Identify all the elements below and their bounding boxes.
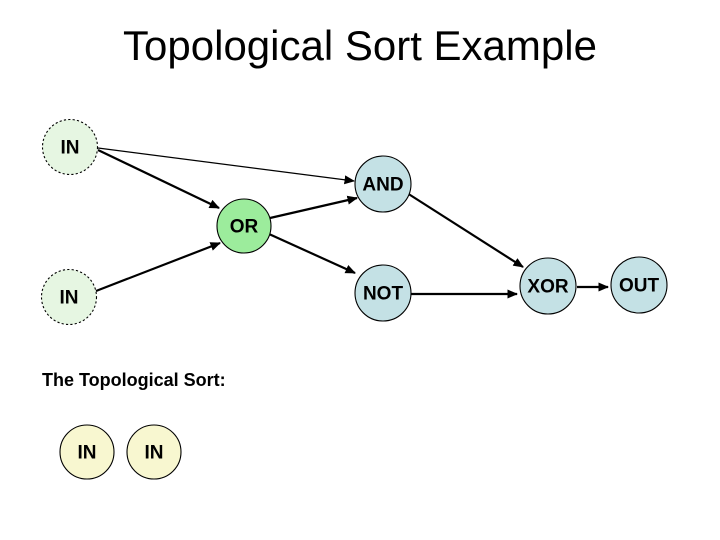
edge-in-top-to-and	[97, 147, 355, 185]
node-or: OR	[216, 198, 272, 254]
node-xor: XOR	[519, 257, 577, 315]
edge-in-top-to-or	[97, 149, 220, 209]
edges-layer	[95, 147, 609, 299]
edge-and-to-xor	[406, 192, 524, 268]
node-out-circle	[610, 256, 668, 314]
node-in-bottom-label: IN	[60, 288, 79, 309]
node-not-label: NOT	[363, 284, 404, 305]
node-out-label: OUT	[619, 276, 660, 297]
edge-in-bottom-to-or	[95, 241, 221, 293]
node-in-top-label: IN	[61, 138, 80, 159]
node-in-top-circle	[41, 118, 99, 176]
node-sorted-in-2: IN	[126, 424, 182, 480]
node-and-circle	[354, 155, 412, 213]
edge-or-to-not	[268, 232, 356, 275]
node-xor-label: XOR	[527, 277, 568, 298]
node-in-bottom: IN	[40, 268, 98, 326]
node-sorted-in-1: IN	[59, 424, 115, 480]
node-out: OUT	[610, 256, 668, 314]
node-sorted-in-1-circle	[59, 424, 115, 480]
node-in-top: IN	[41, 118, 99, 176]
node-xor-circle	[519, 257, 577, 315]
node-sorted-in-2-circle	[126, 424, 182, 480]
node-not-circle	[354, 264, 412, 322]
nodes-layer: IN AND OR IN NOT XOR OUT IN IN	[40, 118, 668, 480]
topological-sort-label: The Topological Sort:	[42, 370, 226, 390]
node-not: NOT	[354, 264, 412, 322]
node-sorted-in-2-label: IN	[145, 443, 164, 464]
node-or-label: OR	[230, 217, 259, 238]
node-and-label: AND	[362, 175, 403, 196]
node-and: AND	[354, 155, 412, 213]
node-sorted-in-1-label: IN	[78, 443, 97, 464]
slide-title: Topological Sort Example	[123, 22, 597, 69]
edge-or-to-and	[269, 195, 358, 220]
node-in-bottom-circle	[40, 268, 98, 326]
node-or-circle	[216, 198, 272, 254]
